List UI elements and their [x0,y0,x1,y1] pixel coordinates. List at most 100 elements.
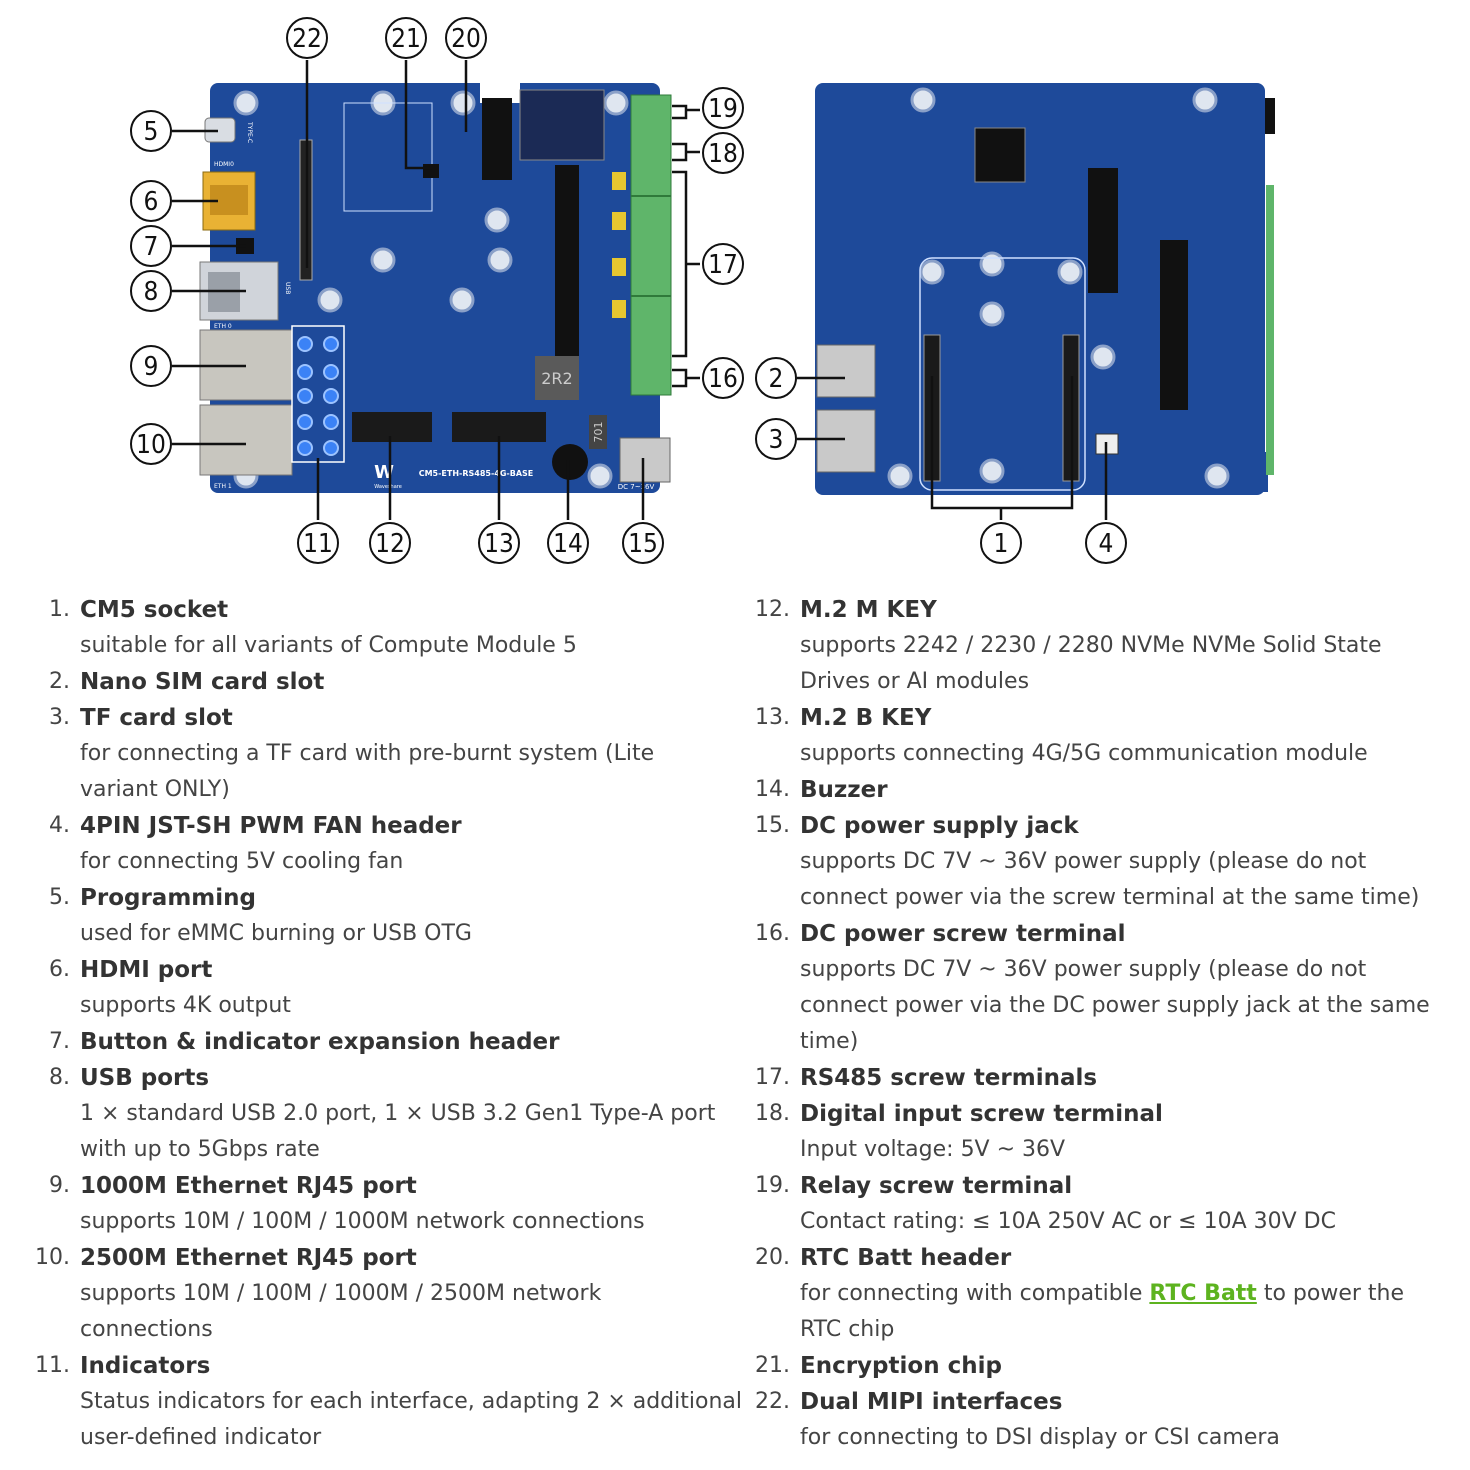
svg-text:2: 2 [769,364,784,394]
eth0-label: ETH 0 [214,323,232,330]
feature-number: 6. [49,957,70,982]
svg-text:20: 20 [451,24,481,54]
svg-text:10: 10 [136,430,166,460]
feature-item-8: 8. USB ports 1 × standard USB 2.0 port, … [30,1060,730,1168]
svg-text:21: 21 [391,24,421,54]
feature-title: M.2 B KEY [800,705,932,731]
feature-desc: supports DC 7V ~ 36V power supply (pleas… [800,957,1430,1054]
callout-7: 7 [130,225,172,267]
feature-item-21: 21. Encryption chip [750,1348,1450,1384]
feature-number: 2. [49,669,70,694]
feature-item-1: 1. CM5 socket suitable for all variants … [30,592,730,664]
feature-list-left: 1. CM5 socket suitable for all variants … [30,592,742,1456]
callout-22: 22 [286,17,328,59]
callout-17: 17 [702,243,744,285]
feature-item-17: 17. RS485 screw terminals [750,1060,1450,1096]
feature-title: Buzzer [800,777,888,803]
svg-text:18: 18 [708,139,738,169]
feature-number: 10. [35,1245,70,1270]
feature-item-11: 11. Indicators Status indicators for eac… [30,1348,742,1456]
feature-desc: Input voltage: 5V ~ 36V [800,1137,1066,1162]
rtc-batt-link[interactable]: RTC Batt [1149,1281,1257,1306]
callout-5: 5 [130,110,172,152]
feature-number: 19. [755,1173,790,1198]
feature-item-15: 15. DC power supply jack supports DC 7V … [750,808,1450,916]
feature-number: 4. [49,813,70,838]
callout-16: 16 [702,357,744,399]
feature-desc-pre: for connecting with compatible [800,1281,1150,1306]
feature-item-18: 18. Digital input screw terminal Input v… [750,1096,1450,1168]
svg-text:15: 15 [628,529,658,559]
board-diagram: 2R2 701 CM5-ETH-RS485-4G-BASE DC 7~36V T… [130,17,1275,564]
feature-desc: supports 10M / 100M / 1000M / 2500M netw… [80,1281,602,1342]
svg-text:16: 16 [708,364,738,394]
feature-desc: supports DC 7V ~ 36V power supply (pleas… [800,849,1420,910]
svg-text:3: 3 [769,425,784,455]
typec-label: TYPE-C [246,121,253,143]
svg-text:1: 1 [994,529,1009,559]
callout-11: 11 [297,522,339,564]
feature-number: 14. [755,777,790,802]
svg-text:5: 5 [144,117,159,147]
feature-number: 12. [755,597,790,622]
feature-item-3: 3. TF card slot for connecting a TF card… [30,700,730,808]
leader-lines [172,60,1108,520]
feature-number: 11. [35,1353,70,1378]
feature-item-2: 2. Nano SIM card slot [30,664,730,700]
callout-12: 12 [369,522,411,564]
feature-item-16: 16. DC power screw terminal supports DC … [750,916,1450,1060]
feature-title: Programming [80,885,256,911]
brand-label: Waveshare [374,484,402,490]
svg-text:14: 14 [553,529,583,559]
inductor-label: 2R2 [541,369,572,388]
feature-desc: suitable for all variants of Compute Mod… [80,633,577,658]
feature-number: 9. [49,1173,70,1198]
svg-text:17: 17 [708,250,738,280]
feature-item-12: 12. M.2 M KEY supports 2242 / 2230 / 228… [750,592,1450,700]
feature-number: 18. [755,1101,790,1126]
feature-title: Button & indicator expansion header [80,1029,560,1055]
feature-title: Encryption chip [800,1353,1002,1379]
feature-title: USB ports [80,1065,210,1091]
feature-item-4: 4. 4PIN JST-SH PWM FAN header for connec… [30,808,730,880]
feature-number: 1. [49,597,70,622]
feature-number: 17. [755,1065,790,1090]
feature-title: Nano SIM card slot [80,669,325,695]
feature-desc: supports 10M / 100M / 1000M network conn… [80,1209,645,1234]
coil-label: 701 [592,422,605,443]
feature-title: 4PIN JST-SH PWM FAN header [80,813,462,839]
feature-number: 20. [755,1245,790,1270]
feature-title: 1000M Ethernet RJ45 port [80,1173,417,1199]
feature-title: TF card slot [80,705,233,731]
feature-item-5: 5. Programming used for eMMC burning or … [30,880,730,952]
feature-item-6: 6. HDMI port supports 4K output [30,952,730,1024]
callout-6: 6 [130,180,172,222]
feature-number: 5. [49,885,70,910]
callout-13: 13 [478,522,520,564]
feature-item-14: 14. Buzzer [750,772,1450,808]
feature-title: HDMI port [80,957,213,983]
feature-number: 21. [755,1353,790,1378]
feature-desc: Status indicators for each interface, ad… [80,1389,742,1450]
callout-19: 19 [702,87,744,129]
feature-desc: for connecting 5V cooling fan [80,849,404,874]
feature-title: RS485 screw terminals [800,1065,1098,1091]
callout-15: 15 [622,522,664,564]
feature-desc: supports 2242 / 2230 / 2280 NVMe NVMe So… [800,633,1382,694]
feature-title: Relay screw terminal [800,1173,1073,1199]
feature-item-20: 20. RTC Batt header for connecting with … [750,1240,1450,1348]
svg-text:6: 6 [144,187,159,217]
feature-number: 13. [755,705,790,730]
callout-14: 14 [547,522,589,564]
callout-20: 20 [445,17,487,59]
svg-text:9: 9 [144,352,159,382]
usb-label: USB [284,282,291,294]
callout-4: 4 [1085,522,1127,564]
feature-number: 8. [49,1065,70,1090]
callout-8: 8 [130,270,172,312]
feature-item-10: 10. 2500M Ethernet RJ45 port supports 10… [30,1240,730,1348]
hdmi-label: HDMI0 [214,161,234,168]
feature-number: 7. [49,1029,70,1054]
feature-desc: for connecting to DSI display or CSI cam… [800,1425,1280,1450]
feature-item-13: 13. M.2 B KEY supports connecting 4G/5G … [750,700,1450,772]
